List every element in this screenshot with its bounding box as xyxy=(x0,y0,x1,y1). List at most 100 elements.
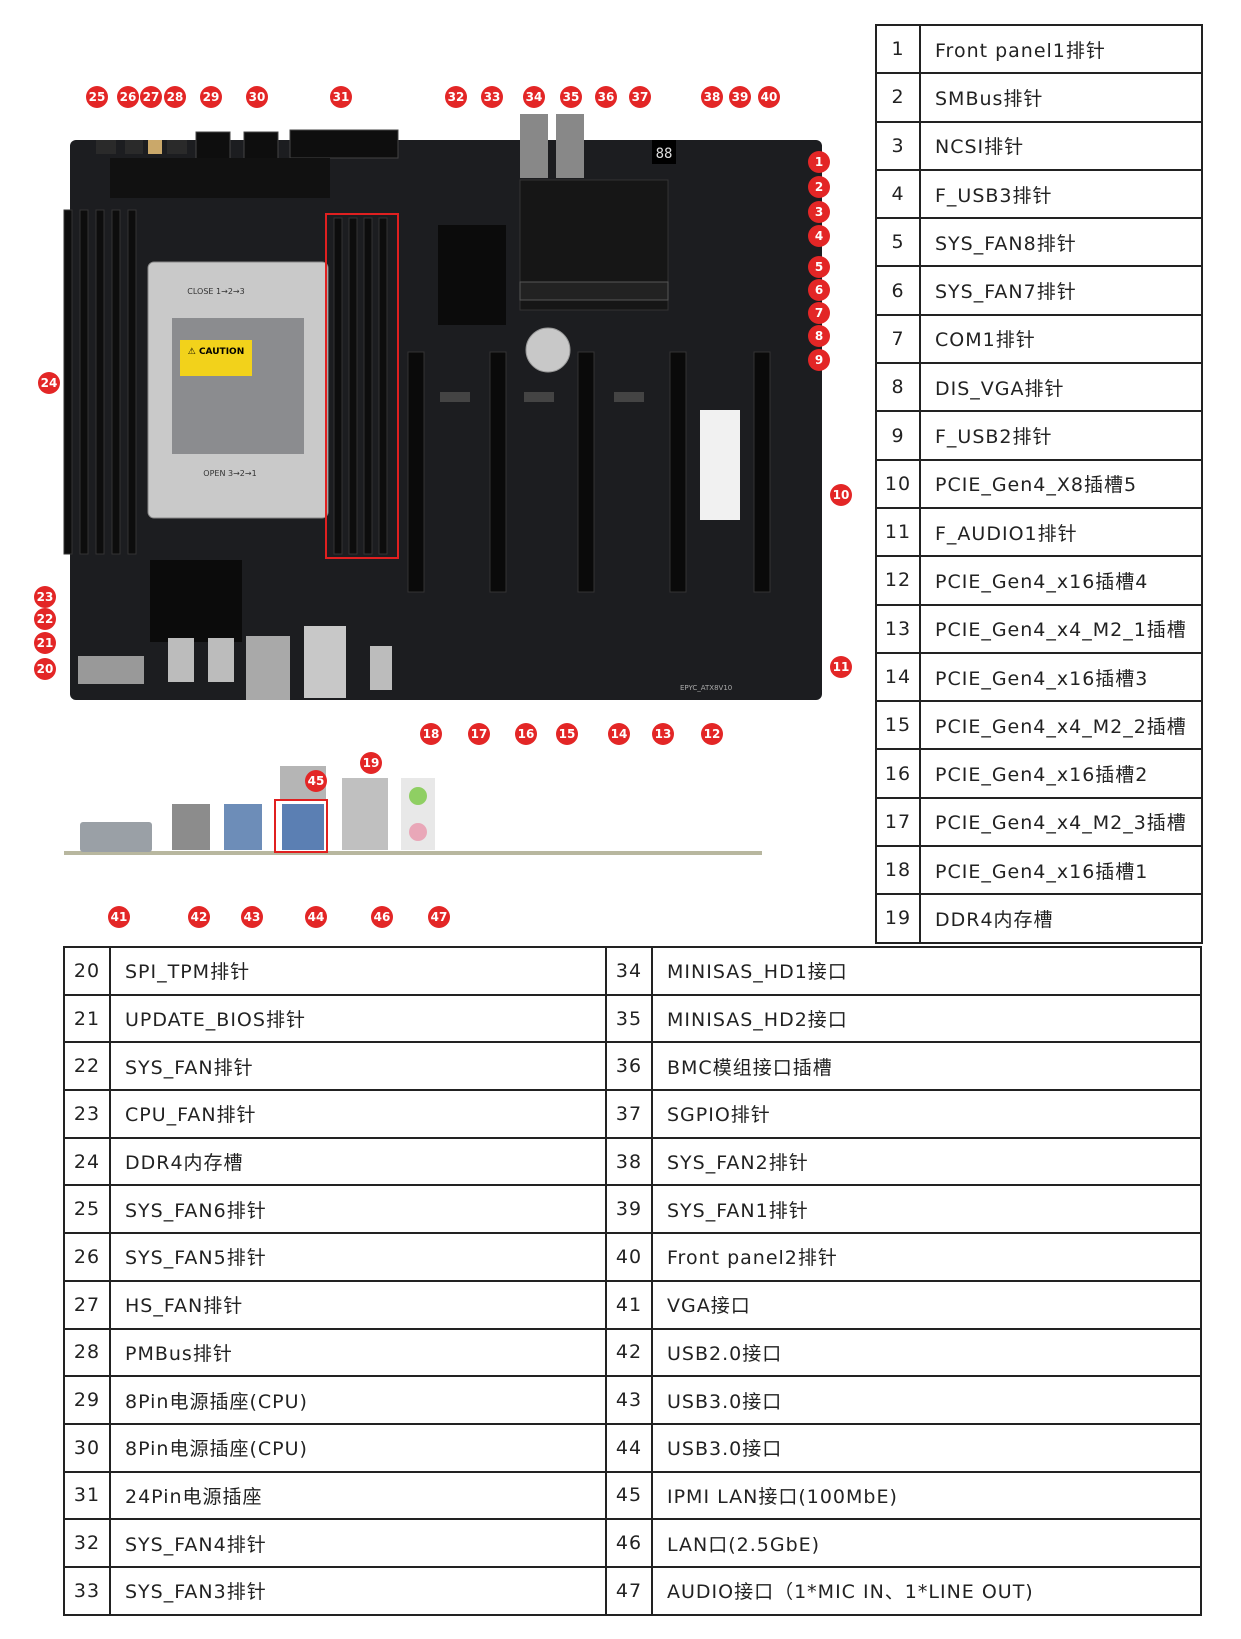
legend-label: PCIE_Gen4_x4_M2_1插槽 xyxy=(919,603,1203,654)
legend-label: SPI_TPM排针 xyxy=(109,946,607,996)
board-model-label: EPYC_ATX8V10 xyxy=(680,684,732,692)
legend-label: Front panel1排针 xyxy=(919,23,1203,75)
legend-label: PMBus排针 xyxy=(109,1327,607,1378)
rear-usb-1 xyxy=(168,638,194,682)
legend-label: F_USB2排针 xyxy=(919,410,1203,461)
legend-number: 44 xyxy=(605,1422,653,1473)
legend-label: F_AUDIO1排针 xyxy=(919,506,1203,558)
callout-34: 34 xyxy=(523,86,545,108)
caution-label xyxy=(180,340,252,376)
io-usb2 xyxy=(172,804,210,850)
legend-label: F_USB3排针 xyxy=(919,168,1203,220)
legend-label: PCIE_Gen4_x4_M2_3插槽 xyxy=(919,796,1203,848)
callout-4: 4 xyxy=(808,225,830,247)
legend-label: SYS_FAN7排针 xyxy=(919,265,1203,316)
callout-23: 23 xyxy=(34,586,56,608)
callout-43: 43 xyxy=(241,906,263,928)
legend-number: 16 xyxy=(875,748,921,799)
legend-label: SYS_FAN8排针 xyxy=(919,217,1203,268)
callout-1: 1 xyxy=(808,151,830,173)
legend-label: PCIE_Gen4_X8插槽5 xyxy=(919,458,1203,509)
legend-label: 8Pin电源插座(CPU) xyxy=(109,1422,607,1473)
callout-12: 12 xyxy=(701,723,723,745)
legend-label: 24Pin电源插座 xyxy=(109,1470,607,1521)
callout-27: 27 xyxy=(140,86,162,108)
legend-label: MINISAS_HD2接口 xyxy=(651,993,1202,1044)
callout-47: 47 xyxy=(428,906,450,928)
cmos-battery xyxy=(525,327,571,373)
callout-33: 33 xyxy=(481,86,503,108)
legend-label: SMBus排针 xyxy=(919,72,1203,123)
callout-44: 44 xyxy=(305,906,327,928)
legend-number: 4 xyxy=(875,168,921,220)
callout-37: 37 xyxy=(629,86,651,108)
callout-14: 14 xyxy=(608,723,630,745)
dimm-right-group xyxy=(325,213,399,559)
rear-vga xyxy=(78,656,144,684)
debug-display xyxy=(652,140,676,164)
socket-close-text: CLOSE 1→2→3 xyxy=(187,287,244,296)
legend-label: SYS_FAN6排针 xyxy=(109,1184,607,1235)
callout-30: 30 xyxy=(246,86,268,108)
legend-number: 25 xyxy=(63,1184,111,1235)
legend-label: SYS_FAN排针 xyxy=(109,1041,607,1092)
io-lan-2-5g xyxy=(342,778,388,850)
legend-number: 14 xyxy=(875,651,921,703)
legend-number: 28 xyxy=(63,1327,111,1378)
cpu-8pin-1 xyxy=(195,131,231,163)
caution-title: ⚠ CAUTION xyxy=(188,347,244,357)
legend-number: 11 xyxy=(875,506,921,558)
legend-number: 17 xyxy=(875,796,921,848)
atx-24pin xyxy=(289,129,399,159)
legend-label: PCIE_Gen4_x4_M2_2插槽 xyxy=(919,700,1203,751)
callout-24: 24 xyxy=(38,372,60,394)
legend-label: USB3.0接口 xyxy=(651,1375,1202,1425)
legend-label: AUDIO接口（1*MIC IN、1*LINE OUT) xyxy=(651,1565,1202,1616)
callout-22: 22 xyxy=(34,608,56,630)
callout-29: 29 xyxy=(200,86,222,108)
legend-number: 46 xyxy=(605,1518,653,1568)
legend-label: SYS_FAN3排针 xyxy=(109,1565,607,1616)
legend-label: CPU_FAN排针 xyxy=(109,1089,607,1139)
rear-lan-2 xyxy=(304,626,346,698)
legend-number: 36 xyxy=(605,1041,653,1092)
callout-26: 26 xyxy=(117,86,139,108)
rear-audio xyxy=(370,646,392,690)
minisas-hd2 xyxy=(556,114,584,178)
legend-label: LAN口(2.5GbE) xyxy=(651,1518,1202,1568)
callout-21: 21 xyxy=(34,632,56,654)
callout-40: 40 xyxy=(758,86,780,108)
legend-label: BMC模组接口插槽 xyxy=(651,1041,1202,1092)
callout-15: 15 xyxy=(556,723,578,745)
legend-label: MINISAS_HD1接口 xyxy=(651,946,1202,996)
callout-2: 2 xyxy=(808,176,830,198)
legend-label: SYS_FAN2排针 xyxy=(651,1136,1202,1187)
legend-number: 29 xyxy=(63,1375,111,1425)
legend-number: 6 xyxy=(875,265,921,316)
callout-11: 11 xyxy=(830,656,852,678)
legend-label: USB2.0接口 xyxy=(651,1327,1202,1378)
callout-17: 17 xyxy=(468,723,490,745)
legend-number: 18 xyxy=(875,845,921,896)
callout-19: 19 xyxy=(360,752,382,774)
legend-number: 12 xyxy=(875,555,921,606)
legend-number: 26 xyxy=(63,1232,111,1282)
callout-42: 42 xyxy=(188,906,210,928)
m2-slots xyxy=(440,392,644,402)
callout-46: 46 xyxy=(371,906,393,928)
legend-label: PCIE_Gen4_x16插槽3 xyxy=(919,651,1203,703)
callout-39: 39 xyxy=(729,86,751,108)
